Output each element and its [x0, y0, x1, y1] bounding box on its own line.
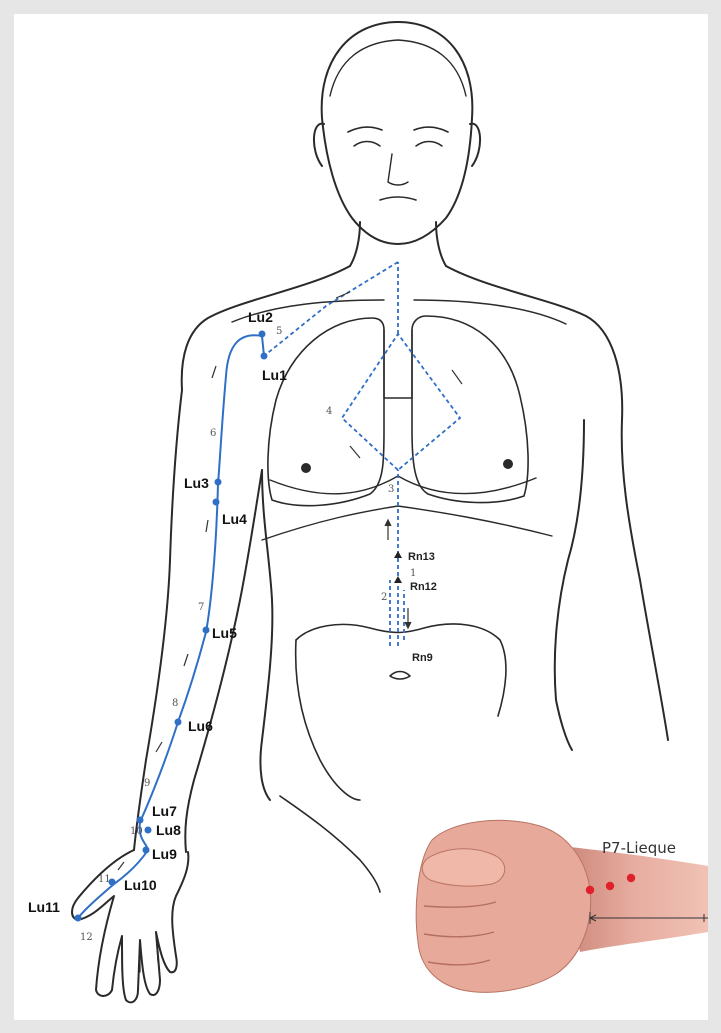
photo-label: P7-Lieque: [602, 839, 676, 857]
point-dot-lu8: [145, 827, 152, 834]
left-hand: [72, 850, 188, 1002]
label-lu5: Lu5: [212, 625, 237, 641]
label-lu1: Lu1: [262, 367, 287, 383]
groin-left: [280, 796, 380, 892]
label-lu9: Lu9: [152, 846, 177, 862]
seg-num-2: 2: [381, 592, 387, 603]
left-arm-inner: [185, 470, 262, 852]
arrow-down-1: [405, 608, 411, 628]
neck-right: [436, 222, 446, 266]
nose: [388, 154, 408, 185]
point-dot-lu3: [215, 479, 222, 486]
arrow-diag-3: [350, 446, 360, 458]
dashed-lung-diamond: [342, 334, 460, 470]
right-nipple: [504, 460, 512, 468]
arm-arrows: [118, 366, 216, 870]
right-clavicle: [414, 300, 566, 324]
left-flank-curve: [296, 640, 360, 800]
hairline: [330, 40, 466, 96]
arrow-up-1: [385, 520, 391, 540]
right-eyebrow: [414, 127, 448, 132]
ribcage-line: [262, 506, 552, 540]
seg-num-3: 3: [388, 484, 394, 495]
label-rn13: Rn13: [408, 551, 435, 563]
dashed-lower-loop: [390, 580, 404, 646]
arm-arrow-5: [118, 862, 124, 870]
seg-num-9: 9: [144, 778, 150, 789]
seg-num-12: 12: [80, 932, 93, 943]
wrist-photo-inset: P7-Lieque: [400, 752, 708, 1020]
arm-arrow-2: [206, 520, 208, 532]
seg-num-10: 10: [130, 826, 143, 837]
seg-num-8: 8: [172, 698, 178, 709]
point-dot-lu6: [175, 719, 182, 726]
abdomen-curve: [296, 624, 506, 716]
wrist-dot-2: [606, 882, 614, 890]
arrow-diag-2: [452, 370, 462, 384]
left-torso: [260, 470, 272, 800]
seg-num-4: 4: [326, 406, 332, 417]
arm-arrow-3: [184, 654, 188, 666]
umbilicus: [390, 672, 410, 680]
arm-arrow-1: [212, 366, 216, 378]
neck-left: [350, 222, 360, 266]
left-eyebrow: [348, 127, 382, 132]
right-torso: [555, 420, 584, 750]
label-rn12: Rn12: [410, 581, 437, 593]
mouth: [380, 197, 416, 200]
label-lu4: Lu4: [222, 511, 247, 527]
pathway-arrows: [336, 292, 462, 628]
ren12-marker: [394, 576, 402, 583]
point-dot-lu5: [203, 627, 210, 634]
label-lu2: Lu2: [248, 309, 273, 325]
trachea: [384, 330, 412, 398]
label-lu11: Lu11: [28, 899, 60, 915]
point-dot-lu2: [259, 331, 266, 338]
wrist-dot-3: [627, 874, 635, 882]
left-nipple: [302, 464, 310, 472]
fist: [416, 820, 590, 992]
seg-num-11: 11: [98, 874, 111, 885]
segment-numbers: 1 2 3 4 5 6 7 8 9 10 11 12: [80, 326, 416, 943]
pectoral-line: [270, 476, 536, 494]
thumb: [422, 849, 504, 886]
arm-arrow-4: [156, 742, 162, 752]
seg-num-6: 6: [210, 428, 216, 439]
label-lu10: Lu10: [124, 877, 157, 893]
label-lu8: Lu8: [156, 822, 181, 838]
right-lung: [412, 316, 528, 503]
head-outline: [322, 22, 473, 244]
seg-num-5: 5: [276, 326, 282, 337]
seg-num-1: 1: [410, 568, 416, 579]
point-dot-lu4: [213, 499, 220, 506]
arrow-diag-1: [336, 292, 350, 298]
wrist-dot-1: [586, 886, 594, 894]
right-eye: [416, 142, 442, 147]
finger-lines: [122, 932, 158, 972]
label-lu3: Lu3: [184, 475, 209, 491]
dashed-to-lu1: [264, 262, 398, 356]
label-rn9: Rn9: [412, 652, 433, 664]
point-dot-lu11: [75, 915, 82, 922]
acupoint-labels: Lu1 Lu2 Lu3 Lu4 Lu5 Lu6 Lu7 Lu8 Lu9 Lu10…: [28, 309, 287, 915]
ren13-marker: [394, 551, 402, 558]
left-eye: [354, 142, 380, 147]
label-lu6: Lu6: [188, 718, 213, 734]
point-dot-lu1: [261, 353, 268, 360]
point-dot-lu7: [137, 817, 144, 824]
seg-num-7: 7: [198, 602, 204, 613]
label-lu7: Lu7: [152, 803, 177, 819]
point-dot-lu9: [143, 847, 150, 854]
